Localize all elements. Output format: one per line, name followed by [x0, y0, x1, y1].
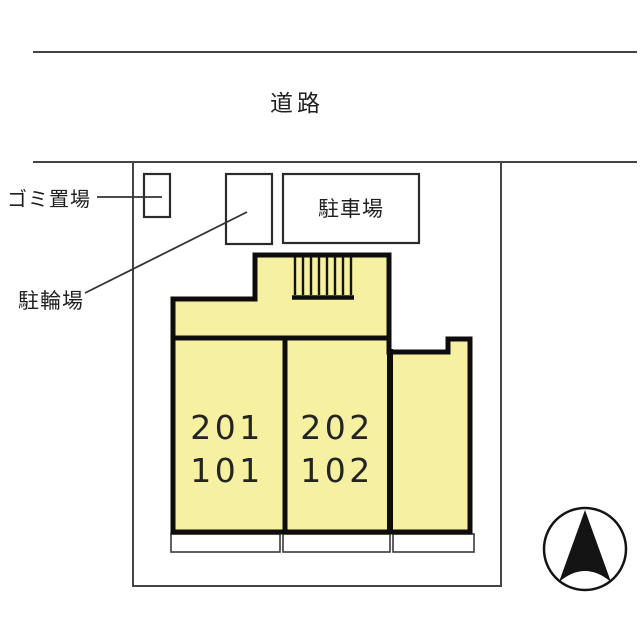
building-outline	[170, 252, 473, 535]
unit-101-label: 101	[190, 451, 264, 490]
balcony-unit-left	[170, 533, 281, 553]
balcony-unit-right	[282, 533, 391, 553]
garbage-storage-label: ゴミ置場	[7, 187, 91, 211]
unit-102-label: 102	[300, 451, 374, 490]
bicycle-parking-box	[224, 172, 274, 246]
bicycle-parking-connector-line	[84, 211, 248, 294]
stairs-icon	[292, 257, 354, 300]
car-parking-label: 駐車場	[318, 197, 384, 221]
garbage-storage-box	[142, 172, 172, 219]
north-compass	[542, 506, 628, 592]
unit-201-label: 201	[190, 408, 264, 447]
site-boundary	[132, 162, 502, 587]
balcony-wing	[392, 533, 475, 553]
car-parking-box	[281, 172, 421, 245]
road-label: 道路	[270, 91, 324, 117]
stairs-treads	[293, 257, 353, 295]
north-arrow-icon	[559, 510, 611, 582]
bicycle-parking-label: 駐輪場	[18, 289, 84, 313]
unit-202-label: 202	[300, 408, 374, 447]
